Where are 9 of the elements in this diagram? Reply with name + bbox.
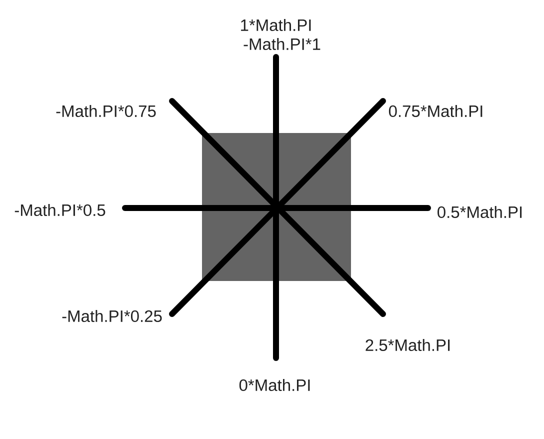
- angle-label: 0.75*Math.PI: [388, 104, 482, 118]
- angle-label: -Math.PI*0.25: [62, 310, 162, 322]
- angle-label: 0*Math.PI: [239, 378, 310, 392]
- angle-label: -Math.PI*1: [244, 38, 320, 50]
- angle-label: 2.5*Math.PI: [366, 338, 450, 352]
- angle-label: -Math.PI*0.75: [56, 104, 156, 118]
- angle-label: 1*Math.PI: [241, 18, 311, 32]
- angle-label: 0.5*Math.PI: [438, 206, 522, 218]
- angle-label: -Math.PI*0.5: [14, 204, 106, 216]
